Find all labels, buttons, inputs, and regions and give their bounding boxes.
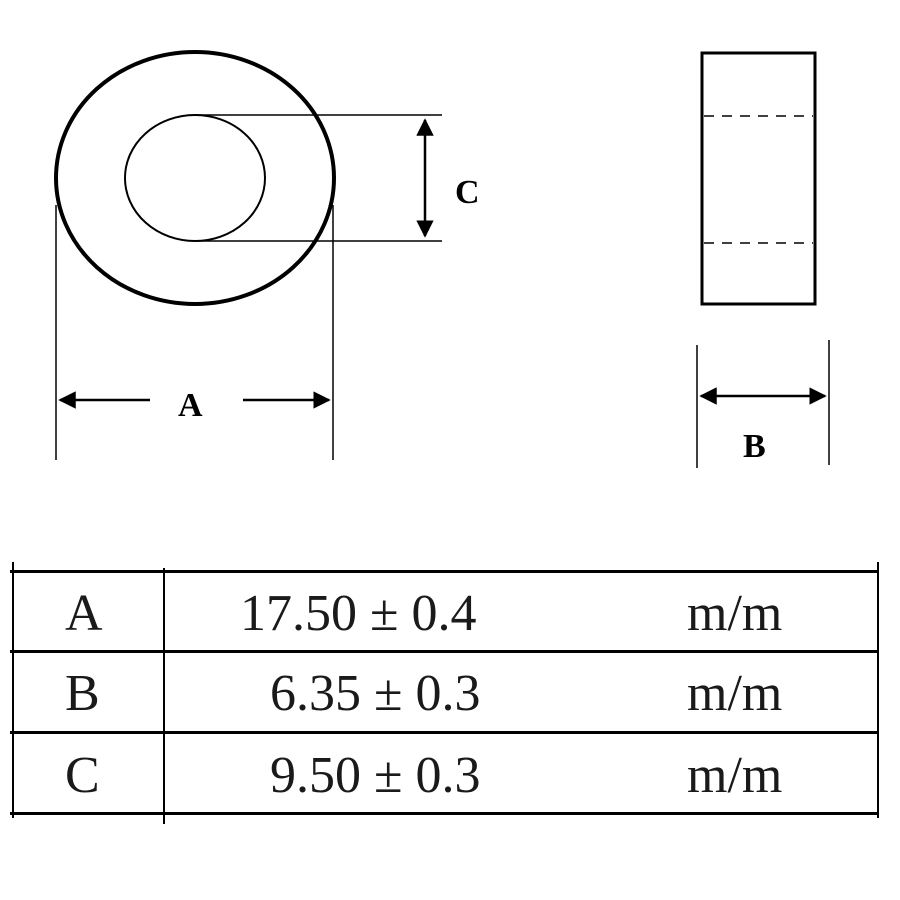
table-row-a-value: 17.50 ± 0.4 xyxy=(240,585,477,642)
dimension-label-b: B xyxy=(743,428,766,465)
toroid-side-view xyxy=(700,51,817,306)
table-row-b-unit: m/m xyxy=(687,665,783,722)
toroid-top-view xyxy=(54,50,336,306)
dimension-c: C xyxy=(195,114,480,242)
toroid-drawing: C A B xyxy=(54,50,830,468)
dimension-b: B xyxy=(696,340,830,468)
table-row-c-value: 9.50 ± 0.3 xyxy=(270,747,481,804)
table-rule-left xyxy=(12,562,14,818)
dimension-label-a: A xyxy=(178,387,203,424)
table-rule-2 xyxy=(10,731,878,734)
side-view-outline xyxy=(700,51,817,306)
dimension-a: A xyxy=(55,205,334,460)
dimension-table: A 17.50 ± 0.4 m/m B 6.35 ± 0.3 m/m C 9.5… xyxy=(0,562,900,828)
table-rule-1 xyxy=(10,650,878,653)
table-row-c-dimension: C xyxy=(65,747,100,804)
table-row-a-dimension: A xyxy=(65,585,103,642)
outer-diameter-circle xyxy=(54,50,336,306)
table-row-a-unit: m/m xyxy=(687,585,783,642)
table-rule-divider xyxy=(163,568,165,824)
table-row-c-unit: m/m xyxy=(687,747,783,804)
table-rule-top xyxy=(10,570,878,573)
dimension-label-c: C xyxy=(455,174,480,211)
table-row-b-dimension: B xyxy=(65,665,100,722)
table-rule-right xyxy=(877,562,879,818)
inner-diameter-circle xyxy=(124,114,266,242)
table-row-b-value: 6.35 ± 0.3 xyxy=(270,665,481,722)
table-rule-bottom xyxy=(10,812,878,815)
